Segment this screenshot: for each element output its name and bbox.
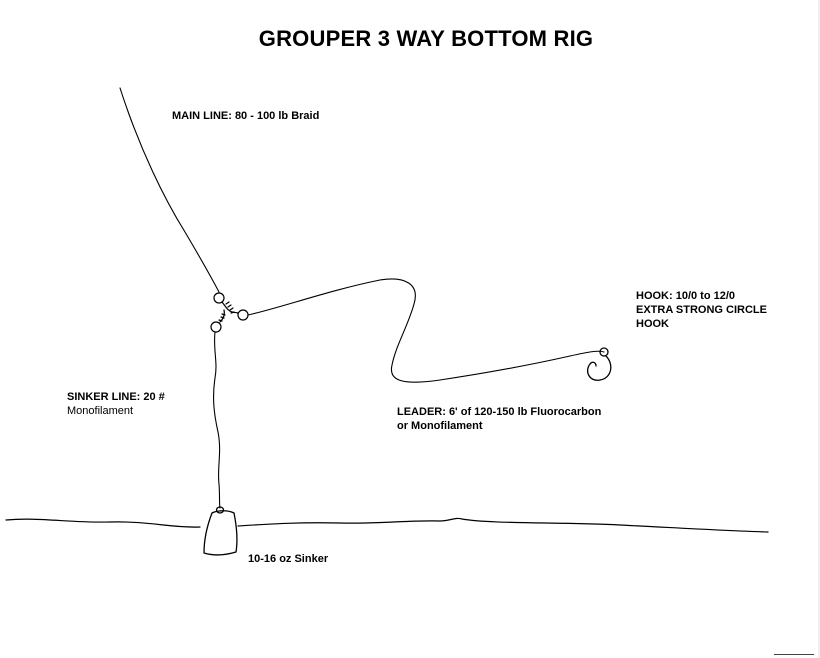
hook-label-line3: HOOK: [636, 318, 669, 330]
scan-edge-right: [818, 0, 820, 658]
hook-label-line2: EXTRA STRONG CIRCLE: [636, 304, 767, 316]
sinker-line: [213, 331, 221, 509]
sinker-label-text: 10-16 oz Sinker: [248, 553, 329, 565]
sinker-label: 10-16 oz Sinker: [248, 552, 328, 566]
hook-label-line1: HOOK: 10/0 to 12/0: [636, 290, 736, 302]
hook-label: HOOK: 10/0 to 12/0 EXTRA STRONG CIRCLE H…: [636, 289, 767, 331]
circle-hook: [586, 347, 612, 381]
leader-line: [247, 278, 605, 383]
sinker-line-label-line1: SINKER LINE: 20 #: [67, 391, 165, 403]
leader-label: LEADER: 6' of 120-150 lb Fluorocarbon or…: [397, 405, 601, 433]
leader-label-line1: LEADER: 6' of 120-150 lb Fluorocarbon: [397, 406, 602, 418]
sinker-line-label: SINKER LINE: 20 # Monofilament: [67, 390, 165, 418]
sea-floor-line: [5, 517, 769, 533]
sinker: [203, 506, 238, 556]
three-way-swivel: [210, 292, 249, 333]
leader-label-line2: or Monofilament: [397, 420, 483, 432]
scan-edge-bottom: [774, 654, 814, 655]
main-line-label: MAIN LINE: 80 - 100 lb Braid: [172, 109, 319, 123]
diagram-title: GROUPER 3 WAY BOTTOM RIG: [258, 26, 594, 51]
sinker-line-label-line2: Monofilament: [67, 405, 134, 417]
main-line-label-text: MAIN LINE: 80 - 100 lb Braid: [172, 110, 320, 122]
main-line: [119, 87, 220, 293]
